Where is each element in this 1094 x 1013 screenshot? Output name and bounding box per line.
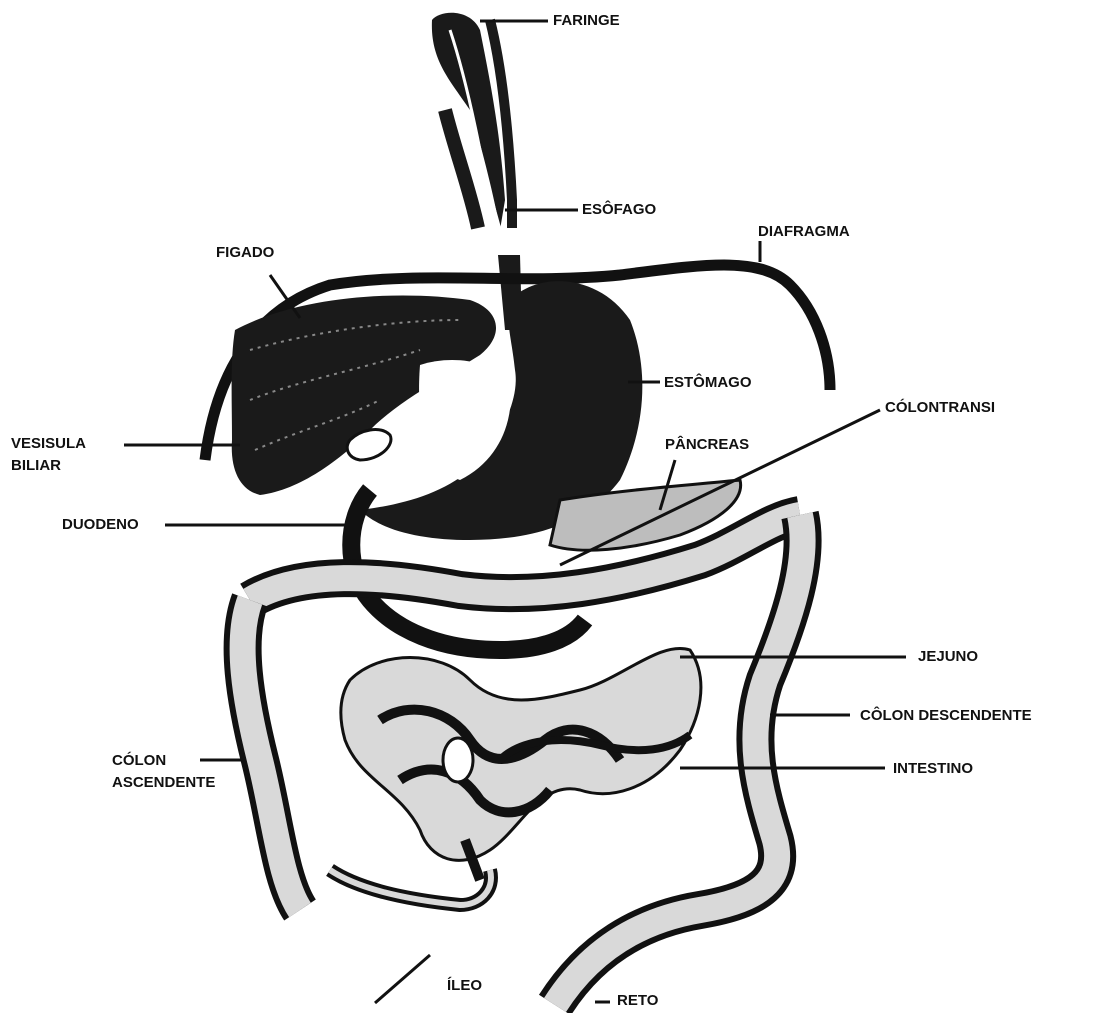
label-vesicula-biliar: VESISULA BILIAR (11, 433, 86, 477)
label-colon-descendente: CÔLON DESCENDENTE (860, 705, 1032, 727)
label-figado: FIGADO (216, 242, 274, 264)
pharynx-shape (432, 13, 512, 230)
label-faringe: FARINGE (553, 10, 620, 32)
label-jejuno: JEJUNO (918, 646, 978, 668)
label-diafragma: DIAFRAGMA (758, 221, 850, 243)
label-estomago: ESTÔMAGO (664, 372, 752, 394)
label-pancreas: PÂNCREAS (665, 434, 749, 456)
label-reto: RETO (617, 990, 658, 1012)
label-colontransi: CÓLONTRANSI (885, 397, 995, 419)
label-intestino: INTESTINO (893, 758, 973, 780)
small-intestine-shape (330, 648, 701, 905)
label-ileo: ÍLEO (447, 975, 482, 997)
label-colon-ascendente: CÓLON ASCENDENTE (112, 750, 215, 794)
label-duodeno: DUODENO (62, 514, 139, 536)
label-esofago: ESÔFAGO (582, 199, 656, 221)
